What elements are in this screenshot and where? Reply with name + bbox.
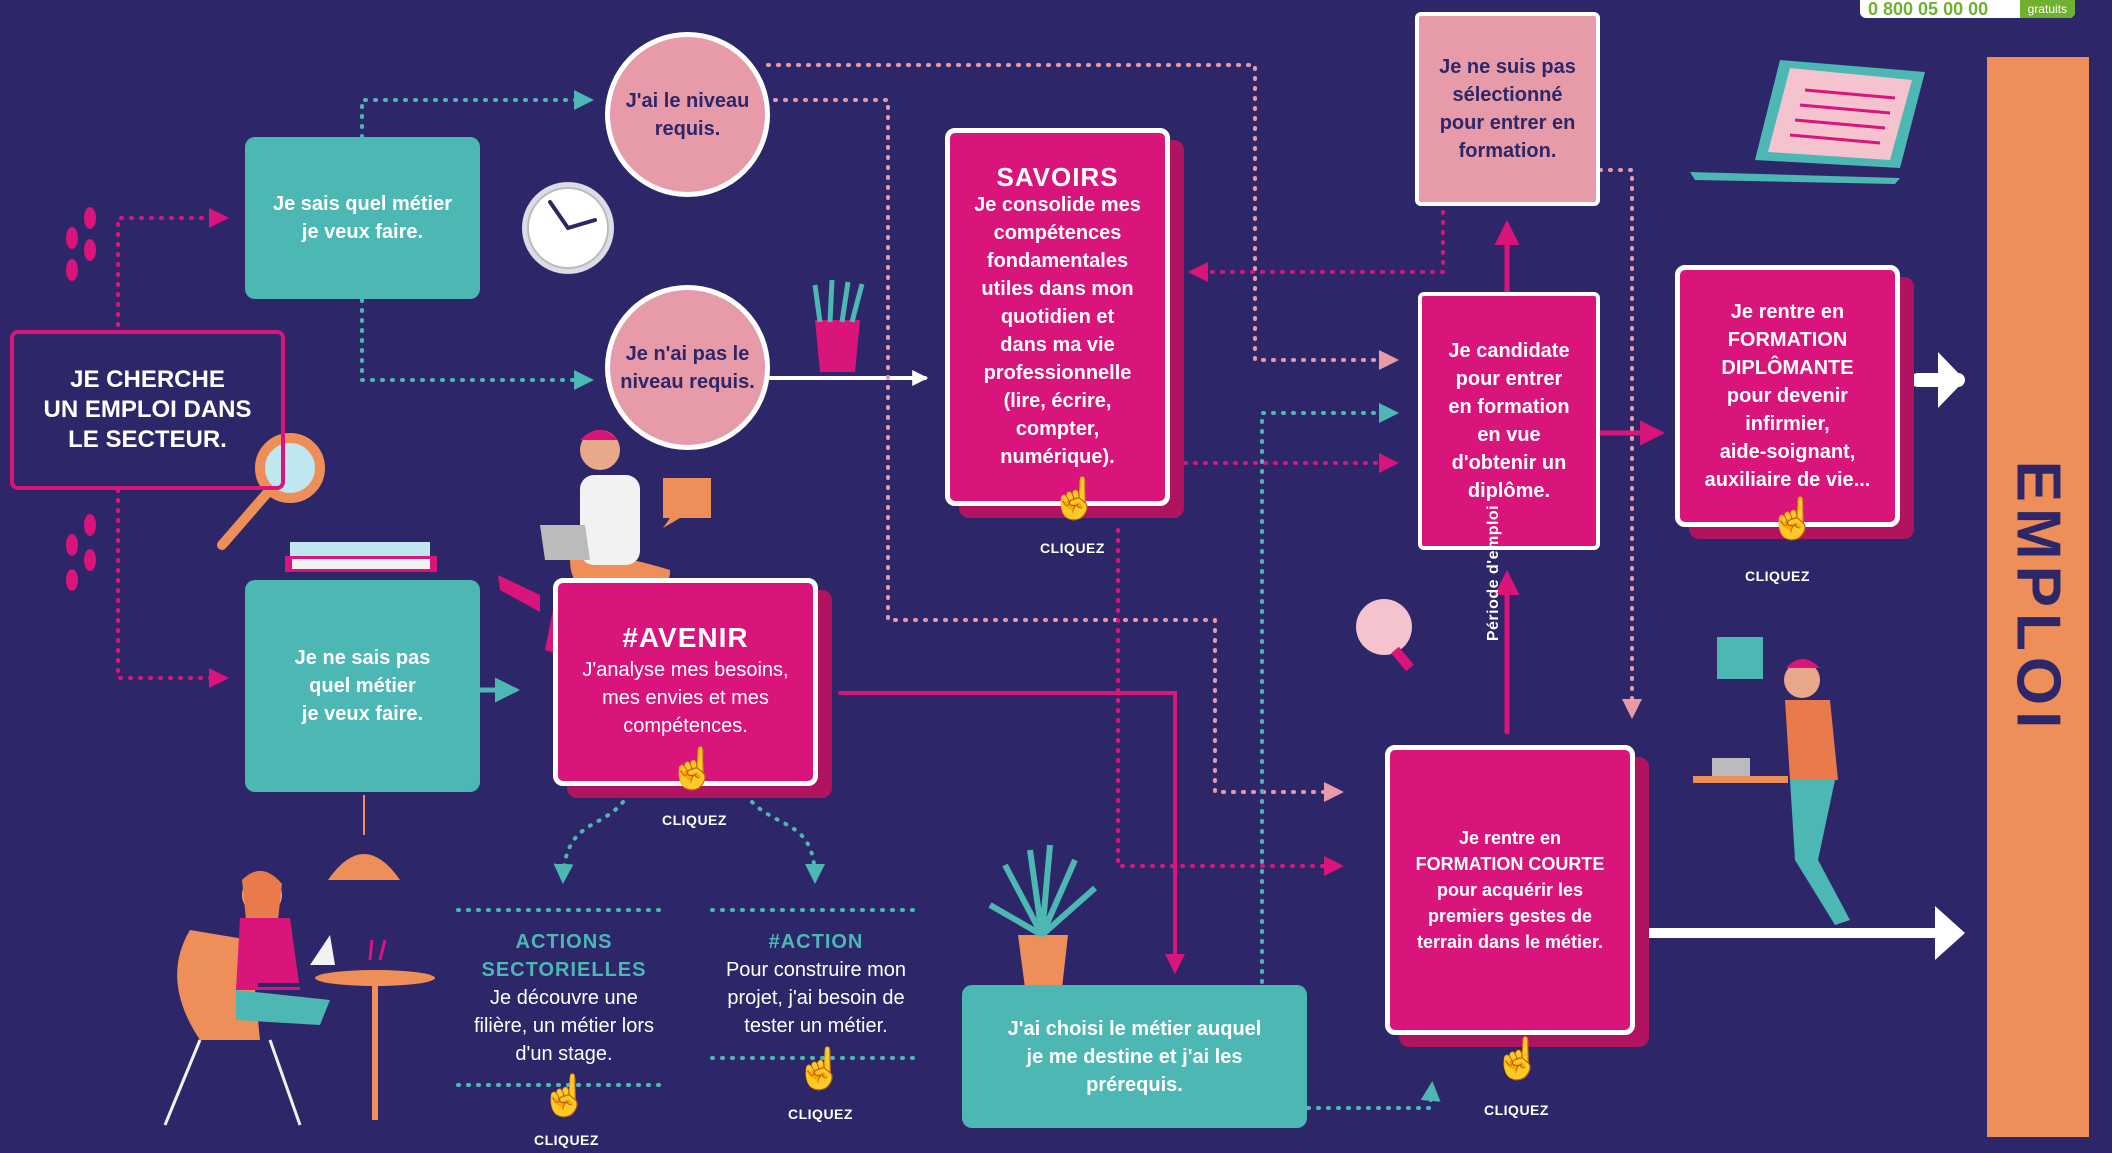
laptop-icon: [1690, 60, 1925, 184]
connector-start-dontknow: [116, 488, 229, 688]
action-hand-icon[interactable]: ☝: [795, 1047, 846, 1091]
actions-sectorielles-block[interactable]: ACTIONS SECTORIELLES Je découvre une fil…: [448, 928, 680, 1068]
savoirs-hand-icon[interactable]: ☝: [1050, 477, 1101, 521]
connector-start-know: [116, 208, 229, 327]
candidate-box: Je candidate pour entrer en formation en…: [1418, 292, 1600, 550]
savoirs-title: SAVOIRS: [996, 162, 1119, 192]
emploi-label: EMPLOI: [2003, 460, 2073, 734]
connector-chosen-candidate: [1260, 403, 1399, 984]
magnifier-icon: [217, 433, 325, 550]
connector-levelok-candidate: [766, 63, 1399, 370]
savoirs-card[interactable]: SAVOIRS Je consolide mes compétences fon…: [945, 128, 1170, 506]
not-selected-box: Je ne suis pas sélectionné pour entrer e…: [1415, 12, 1600, 206]
level-no-label: Je n'ai pas le niveau requis.: [620, 342, 755, 393]
formation-courte-card[interactable]: Je rentre en FORMATION COURTE pour acqué…: [1385, 745, 1635, 1035]
savoirs-cta[interactable]: CLIQUEZ: [1040, 540, 1105, 556]
formation-diplomante-hand-icon[interactable]: ☝: [1768, 497, 1819, 541]
level-ok-circle: J'ai le niveau requis.: [605, 32, 770, 197]
connector-avenir-action: [750, 800, 825, 884]
know-job-box: Je sais quel métier je veux faire.: [245, 137, 480, 299]
chat-bubble-icon: [663, 478, 711, 528]
connector-candidate-back: [1188, 210, 1445, 282]
candidate-label: Je candidate pour entrer en formation en…: [1448, 340, 1570, 502]
avenir-cta[interactable]: CLIQUEZ: [662, 812, 727, 828]
emploi-column: EMPLOI: [1987, 57, 2089, 1137]
connector-chosen-courte: [1306, 1081, 1441, 1110]
start-label: JE CHERCHE UN EMPLOI DANS LE SECTEUR.: [43, 366, 252, 453]
arrowhead-diplomante: [1938, 352, 1965, 408]
actions-sectorielles-body: Je découvre une filière, un métier lors …: [473, 987, 655, 1065]
person-standing-icon: [1693, 659, 1850, 925]
connector-levelok-courte: [773, 98, 1344, 802]
connector-know-level-no: [360, 298, 594, 390]
clock-icon: [522, 182, 614, 274]
not-selected-label: Je ne suis pas sélectionné pour entrer e…: [1439, 56, 1576, 162]
know-job-label: Je sais quel métier je veux faire.: [273, 193, 452, 243]
phone-number[interactable]: 0 800 05 00 00: [1868, 0, 1989, 19]
books-icon: [285, 542, 437, 572]
arrowhead-courte: [1935, 906, 1965, 960]
formation-courte-label: Je rentre en FORMATION COURTE pour acqué…: [1415, 828, 1605, 952]
avenir-card[interactable]: #AVENIR J'analyse mes besoins, mes envie…: [553, 578, 818, 786]
formation-diplomante-cta[interactable]: CLIQUEZ: [1745, 568, 1810, 584]
connector-notselected-courte: [1598, 168, 1642, 719]
phone-banner[interactable]: 0 800 05 00 00 gratuits: [1860, 0, 2075, 19]
dont-know-job-label: Je ne sais pas quel métier je veux faire…: [294, 647, 431, 725]
formation-courte-hand-icon[interactable]: ☝: [1493, 1037, 1544, 1081]
actions-sectorielles-cta[interactable]: CLIQUEZ: [534, 1132, 599, 1148]
avenir-body: J'analyse mes besoins, mes envies et mes…: [582, 659, 789, 737]
action-block[interactable]: #ACTION Pour construire mon projet, j'ai…: [700, 928, 932, 1040]
connector-savoirs-courte: [1116, 528, 1344, 876]
footsteps-icon: [66, 207, 96, 591]
connector-avenir-actions: [553, 800, 625, 884]
connector-know-level-ok: [360, 90, 594, 139]
level-no-circle: Je n'ai pas le niveau requis.: [605, 285, 770, 450]
savoirs-body: Je consolide mes compétences fondamental…: [974, 194, 1141, 468]
actions-sectorielles-title: ACTIONS SECTORIELLES: [481, 931, 647, 981]
connector-avenir-chosen: [838, 691, 1185, 974]
avenir-hand-icon[interactable]: ☝: [668, 747, 719, 791]
actions-sectorielles-hand-icon[interactable]: ☝: [540, 1074, 591, 1118]
action-cta[interactable]: CLIQUEZ: [788, 1106, 853, 1122]
action-body: Pour construire mon projet, j'ai besoin …: [725, 959, 907, 1037]
person-laptop-icon: [163, 870, 435, 1126]
pencil-cup-icon: [812, 279, 865, 372]
periode-emploi-label: Période d'emploi: [1485, 504, 1502, 642]
plant-icon: [988, 844, 1097, 988]
chosen-box: J'ai choisi le métier auquel je me desti…: [962, 985, 1307, 1128]
start-box: JE CHERCHE UN EMPLOI DANS LE SECTEUR.: [10, 330, 285, 490]
formation-diplomante-label: Je rentre en FORMATION DIPLÔMANTE pour d…: [1704, 301, 1871, 491]
action-title: #ACTION: [768, 931, 864, 953]
formation-courte-cta[interactable]: CLIQUEZ: [1484, 1102, 1549, 1118]
level-ok-label: J'ai le niveau requis.: [625, 89, 750, 140]
chat-bubble-teal-icon: [1717, 637, 1763, 679]
formation-diplomante-card[interactable]: Je rentre en FORMATION DIPLÔMANTE pour d…: [1675, 265, 1900, 527]
lamp-icon: [328, 795, 400, 880]
dont-know-job-box: Je ne sais pas quel métier je veux faire…: [245, 580, 480, 792]
lightbulb-icon: [1356, 599, 1414, 672]
phone-note: gratuits: [2019, 0, 2075, 18]
chosen-label: J'ai choisi le métier auquel je me desti…: [1007, 1017, 1262, 1096]
avenir-title: #AVENIR: [622, 622, 749, 653]
